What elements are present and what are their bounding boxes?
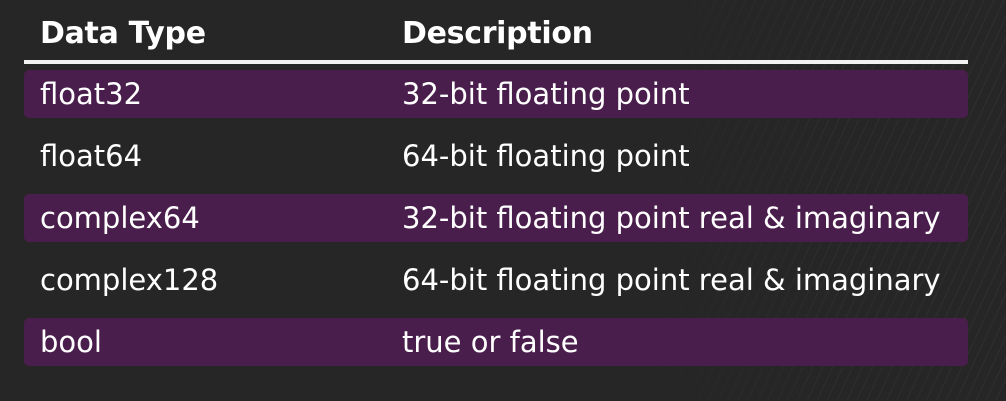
cell-type: float64 xyxy=(40,139,143,173)
cell-description: 64-bit floating point xyxy=(402,139,690,173)
cell-description: true or false xyxy=(402,325,579,359)
table-header: Data Type Description xyxy=(24,0,968,62)
cell-type: complex128 xyxy=(40,263,219,297)
table-row: complex128 64-bit floating point real & … xyxy=(24,256,968,304)
table-row: bool true or false xyxy=(24,318,968,366)
cell-description: 32-bit floating point real & imaginary xyxy=(402,201,941,235)
cell-description: 32-bit floating point xyxy=(402,77,690,111)
header-description: Description xyxy=(402,16,593,51)
table-row: complex64 32-bit floating point real & i… xyxy=(24,194,968,242)
cell-type: bool xyxy=(40,325,102,359)
table-row: float64 64-bit floating point xyxy=(24,132,968,180)
cell-type: float32 xyxy=(40,77,143,111)
header-data-type: Data Type xyxy=(40,16,206,51)
data-type-table: Data Type Description float32 32-bit flo… xyxy=(24,0,968,366)
table-row: float32 32-bit floating point xyxy=(24,70,968,118)
cell-description: 64-bit floating point real & imaginary xyxy=(402,263,941,297)
header-rule xyxy=(24,60,968,64)
cell-type: complex64 xyxy=(40,201,200,235)
